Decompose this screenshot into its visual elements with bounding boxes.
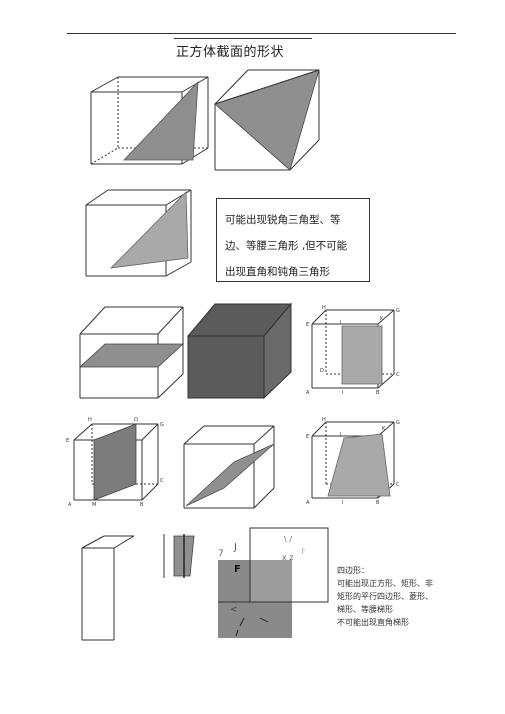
vertex-label: A xyxy=(306,500,310,506)
vertex-label: H xyxy=(322,417,326,423)
vertex-label: E xyxy=(306,322,309,328)
vertex-label: K xyxy=(382,426,386,432)
vertex-label: I xyxy=(342,390,343,396)
vertex-label: C xyxy=(396,372,400,378)
vertex-label: L xyxy=(340,432,343,438)
fragment-label: F xyxy=(234,564,241,575)
vertex-label: A xyxy=(68,502,72,508)
vertex-label: G xyxy=(396,308,400,314)
note-line-3: 出现直角和钝角三角形 xyxy=(225,266,330,278)
cube-figure-partial-edges xyxy=(78,534,138,644)
cube-figure-triangle-3 xyxy=(83,188,195,280)
header-rule xyxy=(67,33,456,34)
vertex-label: C xyxy=(396,482,400,488)
vertex-label: K xyxy=(380,316,384,322)
vertex-label: D xyxy=(320,368,324,374)
fragment-label: x z xyxy=(282,553,293,562)
vertex-label: H xyxy=(322,305,326,311)
cube-figure-triangle-2 xyxy=(212,66,322,174)
note-quadrilateral-sections: 四边形： 可能出现正方形、矩形、非 矩形的平行四边形、菱形、 梯形、等腰梯形 不… xyxy=(337,564,455,629)
fragment-label: < xyxy=(230,605,238,615)
vertex-label: G xyxy=(396,420,400,426)
vertex-label: C xyxy=(160,478,164,484)
cube-figure-fragment xyxy=(160,532,200,580)
vertex-label: M xyxy=(92,502,96,508)
vertex-label: E xyxy=(66,438,69,444)
vertex-label: B xyxy=(140,502,144,508)
vertex-label: H xyxy=(88,417,92,423)
fragment-label: J· xyxy=(301,547,306,554)
note-line-3: 矩形的平行四边形、菱形、 xyxy=(337,592,433,601)
cube-figure-rectangle-section xyxy=(186,302,294,400)
fragment-label: J xyxy=(233,542,237,553)
note-line-5: 不可能出现直角梯形 xyxy=(337,618,409,627)
cube-figure-parallelogram-section xyxy=(182,422,278,512)
note-line-2: 边、等腰三角形 ,但不可能 xyxy=(225,240,348,252)
fragment-label: \ / xyxy=(284,535,292,544)
title-underline xyxy=(174,38,312,39)
vertex-label: I xyxy=(342,500,343,506)
note-line-1: 四边形： xyxy=(337,566,369,575)
cube-figure-labeled-square: H O E G C A M B xyxy=(64,412,168,508)
note-line-1: 可能出现锐角三角型、等 xyxy=(225,214,341,226)
vertex-label: O xyxy=(134,417,138,423)
vertex-label: B xyxy=(376,390,380,396)
cube-figure-labeled-trapezoid: H E L K G C A I B xyxy=(304,416,404,506)
fragment-label: 7 xyxy=(218,549,224,559)
scanned-fragment: J 7 F \ / x z J· < xyxy=(216,526,330,640)
cube-figure-triangle-1 xyxy=(88,74,212,170)
vertex-label: E xyxy=(306,434,309,440)
vertex-label: B xyxy=(376,500,380,506)
note-line-2: 可能出现正方形、矩形、非 xyxy=(337,579,433,588)
note-triangle-sections: 可能出现锐角三角型、等 边、等腰三角形 ,但不可能 出现直角和钝角三角形 xyxy=(216,198,370,282)
page-title: 正方体截面的形状 xyxy=(176,45,285,60)
vertex-label: G xyxy=(160,422,164,428)
cube-figure-square-section xyxy=(78,304,186,400)
note-line-4: 梯形、等腰梯形 xyxy=(337,605,393,614)
vertex-label: L xyxy=(340,320,343,326)
vertex-label: A xyxy=(306,390,310,396)
cube-figure-labeled-rectangle: H E L K G D C A I B xyxy=(304,304,404,396)
